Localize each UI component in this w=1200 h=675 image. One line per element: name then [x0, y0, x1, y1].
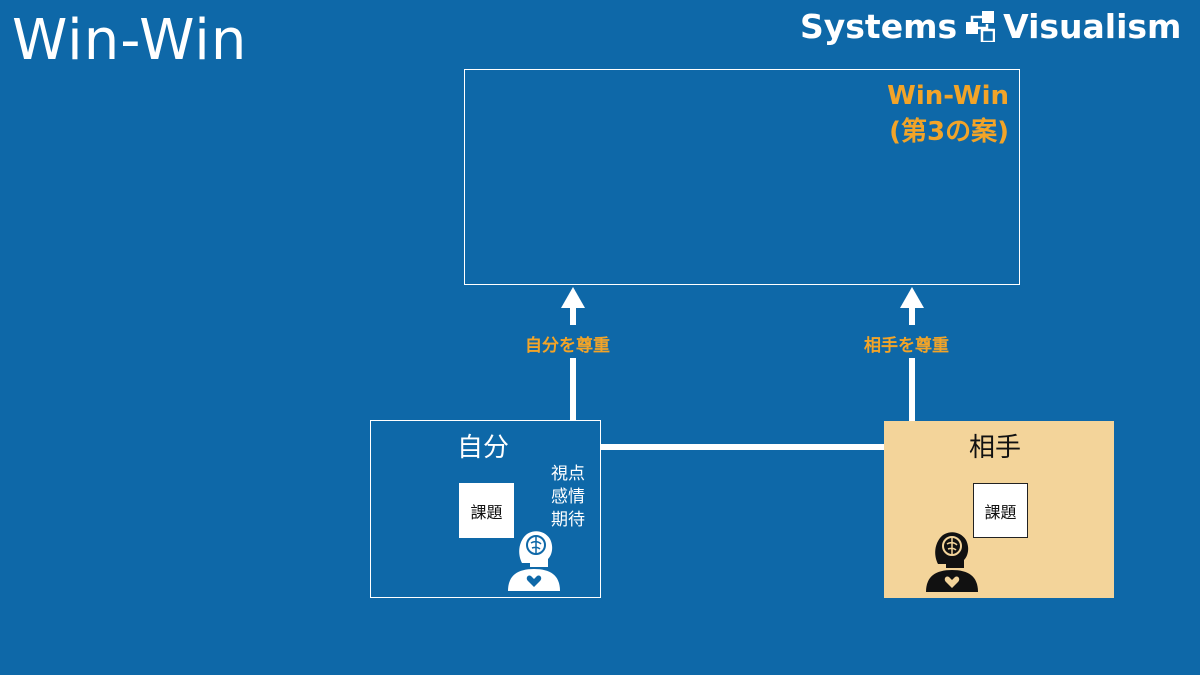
goal-title-line1: Win-Win [887, 81, 1009, 111]
left-arrow-head [561, 287, 585, 308]
other-title: 相手 [969, 433, 1022, 463]
self-perspective-list: 視点 感情 期待 [551, 463, 585, 532]
brand-name-right: Visualism [1003, 6, 1182, 46]
self-person-brain-heart-icon [508, 531, 560, 591]
goal-title: Win-Win (第3の案) [887, 78, 1009, 150]
slide-title: Win-Win [12, 8, 248, 73]
other-box: 相手 課題 [884, 421, 1114, 598]
right-arrow-label: 相手を尊重 [864, 336, 949, 356]
self-perspective-item: 視点 [551, 464, 585, 484]
other-issue-card: 課題 [973, 483, 1028, 538]
goal-title-line2: (第3の案) [889, 117, 1009, 147]
self-box: 自分 課題 視点 感情 期待 [370, 420, 601, 598]
self-perspective-item: 感情 [551, 487, 585, 507]
brand-name-left: Systems [800, 6, 958, 46]
self-perspective-item: 期待 [551, 510, 585, 530]
self-title: 自分 [457, 433, 510, 463]
self-issue-card: 課題 [459, 483, 514, 538]
win-win-goal-box: Win-Win (第3の案) [464, 69, 1020, 285]
left-arrow-label: 自分を尊重 [525, 336, 610, 356]
other-person-brain-heart-icon [926, 532, 978, 592]
systems-visualism-logo-icon [966, 11, 996, 42]
brand-logo: Systems Visualism [800, 6, 1181, 46]
right-arrow-head [900, 287, 924, 308]
